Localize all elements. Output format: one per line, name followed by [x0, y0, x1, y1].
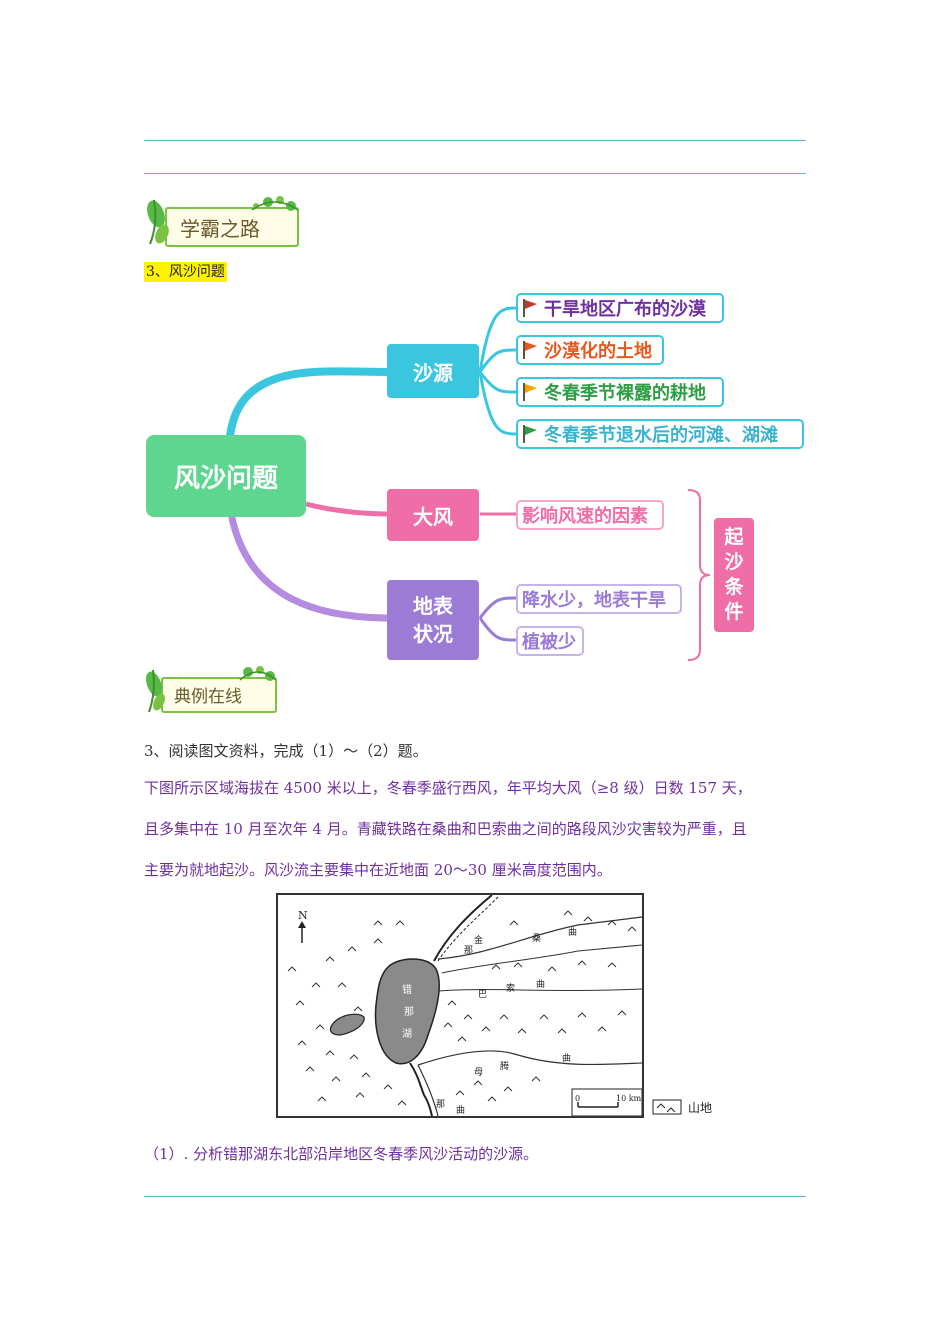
banner-example-text: 典例在线 [174, 687, 242, 707]
svg-text:曲: 曲 [562, 1053, 571, 1064]
branch-dibiao: 地表 状况 [387, 580, 479, 660]
river-basuoqu [437, 988, 642, 992]
river-sangqu [437, 916, 642, 960]
question-para-line2: 且多集中在 10 月至次年 4 月。青藏铁路在桑曲和巴索曲之间的路段风沙灾害较为… [144, 820, 747, 838]
leaf-windspeed: 影响风速的因素 [516, 500, 664, 530]
question-para-line3: 主要为就地起沙。风沙流主要集中在近地面 20～30 厘米高度范围内。 [144, 861, 612, 879]
footer-rule [144, 1196, 806, 1197]
mindmap-root-label: 风沙问题 [173, 463, 278, 494]
header-rule-top [144, 140, 806, 141]
mindmap-connectors [226, 306, 711, 661]
banner-top-text: 学霸之路 [180, 217, 260, 241]
svg-text:错: 错 [402, 983, 412, 996]
svg-text:金: 金 [474, 934, 483, 946]
small-lake [329, 1013, 365, 1036]
branch-dafeng: 大风 [387, 489, 479, 541]
xueba-banner: 学霸之路 [144, 194, 304, 250]
leaf-farmland: 冬春季节裸露的耕地 [516, 377, 724, 407]
mountain-legend-icon [656, 1103, 676, 1113]
sub-question-1: （1）. 分析错那湖东北部沿岸地区冬春季风沙活动的沙源。 [144, 1145, 539, 1163]
mountain-symbols [287, 910, 637, 1106]
red-flag-icon [523, 299, 537, 317]
leaf-riverbeach: 冬春季节退水后的河滩、湖滩 [516, 419, 804, 449]
leaf-desert: 干旱地区广布的沙漠 [516, 293, 724, 323]
svg-text:那: 那 [436, 1099, 445, 1110]
leaf-sparse-vegetation: 植被少 [516, 626, 584, 656]
orange-flag-icon [523, 341, 537, 359]
svg-text:索: 索 [506, 982, 515, 994]
railway [433, 895, 493, 962]
svg-text:0: 0 [575, 1094, 580, 1103]
svg-text:桑: 桑 [532, 933, 541, 944]
leaf-low-precip: 降水少，地表干旱 [516, 584, 682, 614]
map-drawing: N 错 那 湖 那 金 桑 曲 巴 索 曲 母 腾 曲 那 曲 [287, 895, 642, 1116]
leaf-decoration-icon: 学霸之路 [147, 196, 299, 247]
cuona-lake-map: N 错 那 湖 那 金 桑 曲 巴 索 曲 母 腾 曲 那 曲 [276, 893, 644, 1118]
cuona-lake [374, 958, 441, 1065]
dianli-banner: 典例在线 [144, 664, 280, 716]
river-naqu [417, 1064, 439, 1116]
mindmap-root: 风沙问题 [146, 435, 306, 517]
yellow-flag-icon [523, 383, 537, 401]
svg-text:湖: 湖 [402, 1028, 412, 1040]
branch-shayuan: 沙源 [387, 344, 479, 398]
leaf-decoration-icon: 典例在线 [146, 666, 277, 713]
svg-text:巴: 巴 [478, 989, 487, 1000]
qisha-conditions-box: 起 沙 条 件 [714, 518, 754, 632]
question-para-line1: 下图所示区域海拔在 4500 米以上，冬春季盛行西风，年平均大风（≥8 级）日数… [144, 779, 752, 797]
legend-label: 山地 [688, 1101, 712, 1115]
green-flag-icon [523, 425, 537, 443]
river-muyanqu [417, 1050, 642, 1066]
svg-text:腾: 腾 [500, 1060, 509, 1072]
header-rule-bottom [144, 173, 806, 174]
svg-text:10 km: 10 km [616, 1094, 642, 1103]
question-intro: 3、阅读图文资料，完成（1）～（2）题。 [144, 742, 428, 760]
section-title: 3、风沙问题 [144, 262, 227, 282]
svg-text:那: 那 [404, 1006, 414, 1018]
leaf-desertified-land: 沙漠化的土地 [516, 335, 664, 365]
svg-text:那: 那 [464, 945, 473, 956]
map-legend: 山地 [652, 1099, 712, 1115]
svg-text:曲: 曲 [456, 1105, 465, 1116]
svg-text:曲: 曲 [536, 979, 545, 990]
svg-text:曲: 曲 [568, 927, 577, 938]
svg-text:N: N [298, 909, 308, 922]
svg-text:母: 母 [474, 1067, 483, 1078]
